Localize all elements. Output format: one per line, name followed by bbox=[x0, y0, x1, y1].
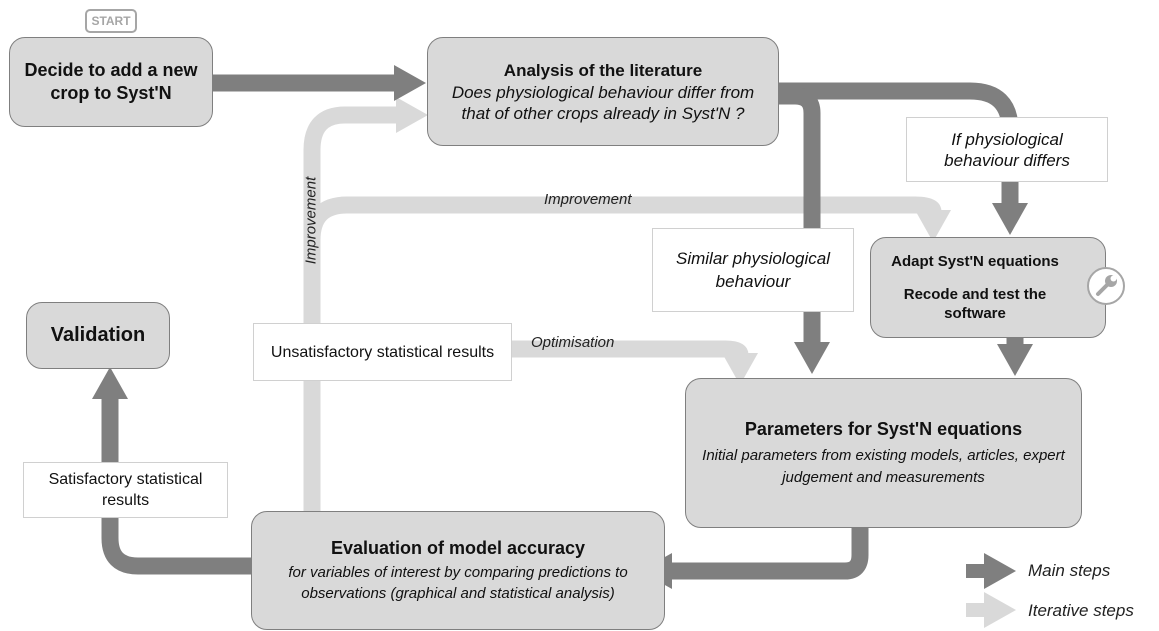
literature-title: Analysis of the literature bbox=[503, 60, 703, 80]
validation-box: Validation bbox=[26, 302, 170, 369]
decide-box: Decide to add a new crop to Syst'N bbox=[9, 37, 213, 127]
unsatisfactory-note: Unsatisfactory statistical results bbox=[253, 323, 512, 381]
differs-note: If physiological behaviour differs bbox=[906, 117, 1108, 182]
arrow-parameters-to-evaluation bbox=[640, 528, 869, 589]
differs-text: If physiological behaviour differs bbox=[944, 129, 1070, 170]
improvement-arrow-to-literature bbox=[303, 97, 428, 512]
satisfactory-text: Satisfactory statistical results bbox=[48, 471, 203, 509]
improvement-horizontal-label: Improvement bbox=[544, 191, 632, 208]
legend-main-label: Main steps bbox=[1028, 561, 1111, 580]
similar-text: Similar physiological behaviour bbox=[675, 249, 830, 291]
improvement-arrow-to-adapt bbox=[303, 196, 951, 242]
parameters-title: Parameters for Syst'N equations bbox=[744, 419, 1023, 439]
legend-iterative-label: Iterative steps bbox=[1028, 601, 1134, 620]
arrow-literature-to-parameters bbox=[778, 87, 830, 374]
decide-title: Decide to add a new crop to Syst'N bbox=[24, 60, 198, 103]
evaluation-box: Evaluation of model accuracy for variabl… bbox=[251, 511, 665, 630]
unsatisfactory-text: Unsatisfactory statistical results bbox=[270, 343, 495, 361]
evaluation-subtitle: for variables of interest by comparing p… bbox=[288, 564, 628, 602]
improvement-vertical-label: Improvement bbox=[302, 176, 320, 265]
parameters-box: Parameters for Syst'N equations Initial … bbox=[685, 378, 1082, 528]
evaluation-title: Evaluation of model accuracy bbox=[330, 538, 586, 558]
literature-box: Analysis of the literature Does physiolo… bbox=[427, 37, 779, 146]
adapt-box: Adapt Syst'N equations Recode and test t… bbox=[870, 237, 1106, 338]
adapt-line1: Adapt Syst'N equations bbox=[891, 253, 1059, 270]
wrench-icon bbox=[1087, 267, 1125, 305]
similar-note: Similar physiological behaviour bbox=[652, 228, 854, 312]
optimisation-label: Optimisation bbox=[531, 334, 615, 351]
validation-title: Validation bbox=[50, 324, 146, 346]
start-badge: START bbox=[85, 9, 137, 33]
adapt-line2: Recode and test the software bbox=[903, 286, 1047, 322]
satisfactory-note: Satisfactory statistical results bbox=[23, 462, 228, 518]
literature-subtitle: Does physiological behaviour differ from… bbox=[451, 82, 755, 123]
optimisation-arrow-to-parameters bbox=[510, 340, 758, 385]
parameters-subtitle: Initial parameters from existing models,… bbox=[702, 447, 1065, 486]
arrow-evaluation-to-validation bbox=[92, 367, 252, 575]
